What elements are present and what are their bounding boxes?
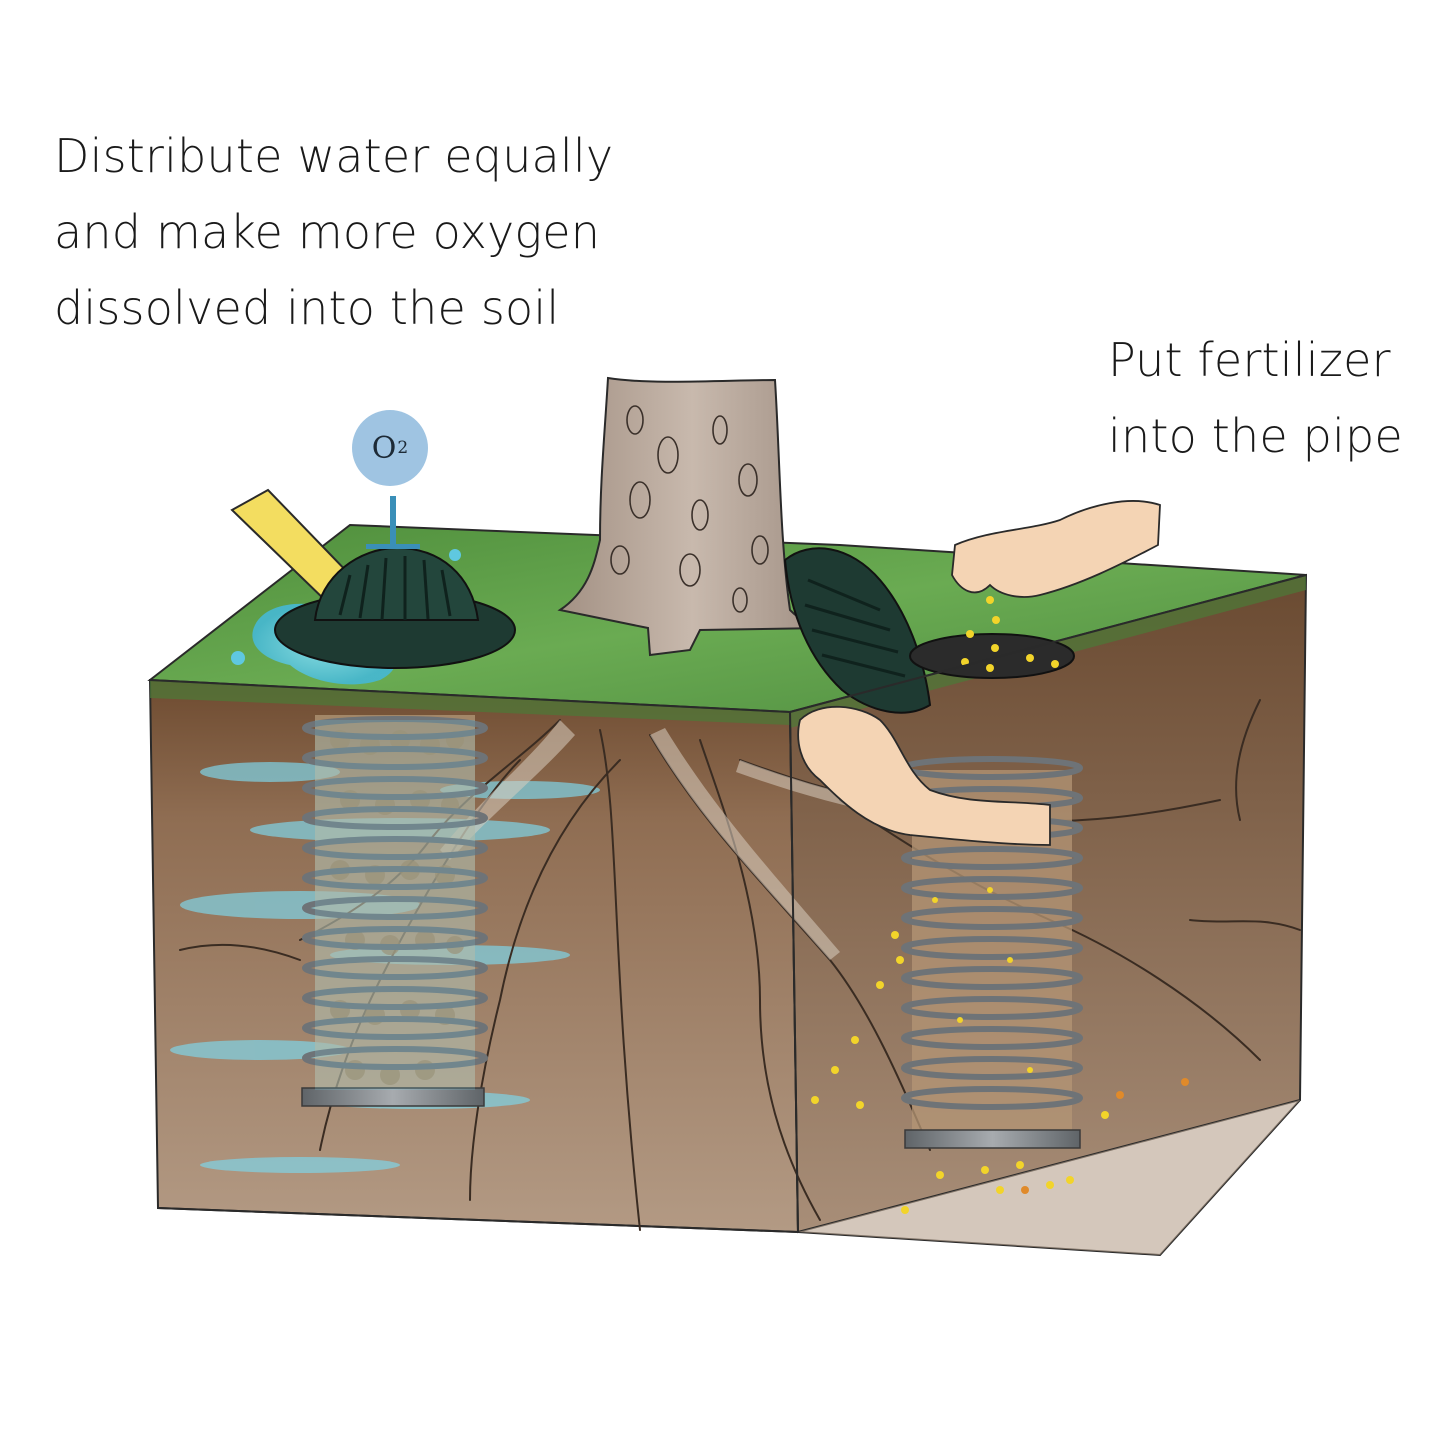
oxygen-subscript: 2	[397, 438, 409, 458]
caption-left-line-1: Distribute water equally	[54, 129, 614, 183]
caption-water-oxygen: Distribute water equally and make more o…	[54, 118, 613, 346]
caption-left-line-3: dissolved into the soil	[54, 281, 560, 335]
caption-left-line-2: and make more oxygen	[54, 205, 601, 259]
caption-fertilizer: Put fertilizer into the pipe	[1108, 322, 1403, 474]
fertilizer-icon	[811, 931, 1189, 1214]
tree-trunk-icon	[557, 376, 826, 657]
pipe-icon	[301, 715, 488, 1107]
caption-right-line-2: into the pipe	[1108, 409, 1403, 463]
hand-icon	[951, 500, 1161, 598]
hand-icon	[797, 705, 1051, 846]
pipe-cap-icon	[274, 546, 516, 669]
oxygen-symbol: O	[371, 430, 397, 466]
caption-right-line-1: Put fertilizer	[1108, 333, 1391, 387]
pipe-cap-icon	[783, 547, 932, 714]
